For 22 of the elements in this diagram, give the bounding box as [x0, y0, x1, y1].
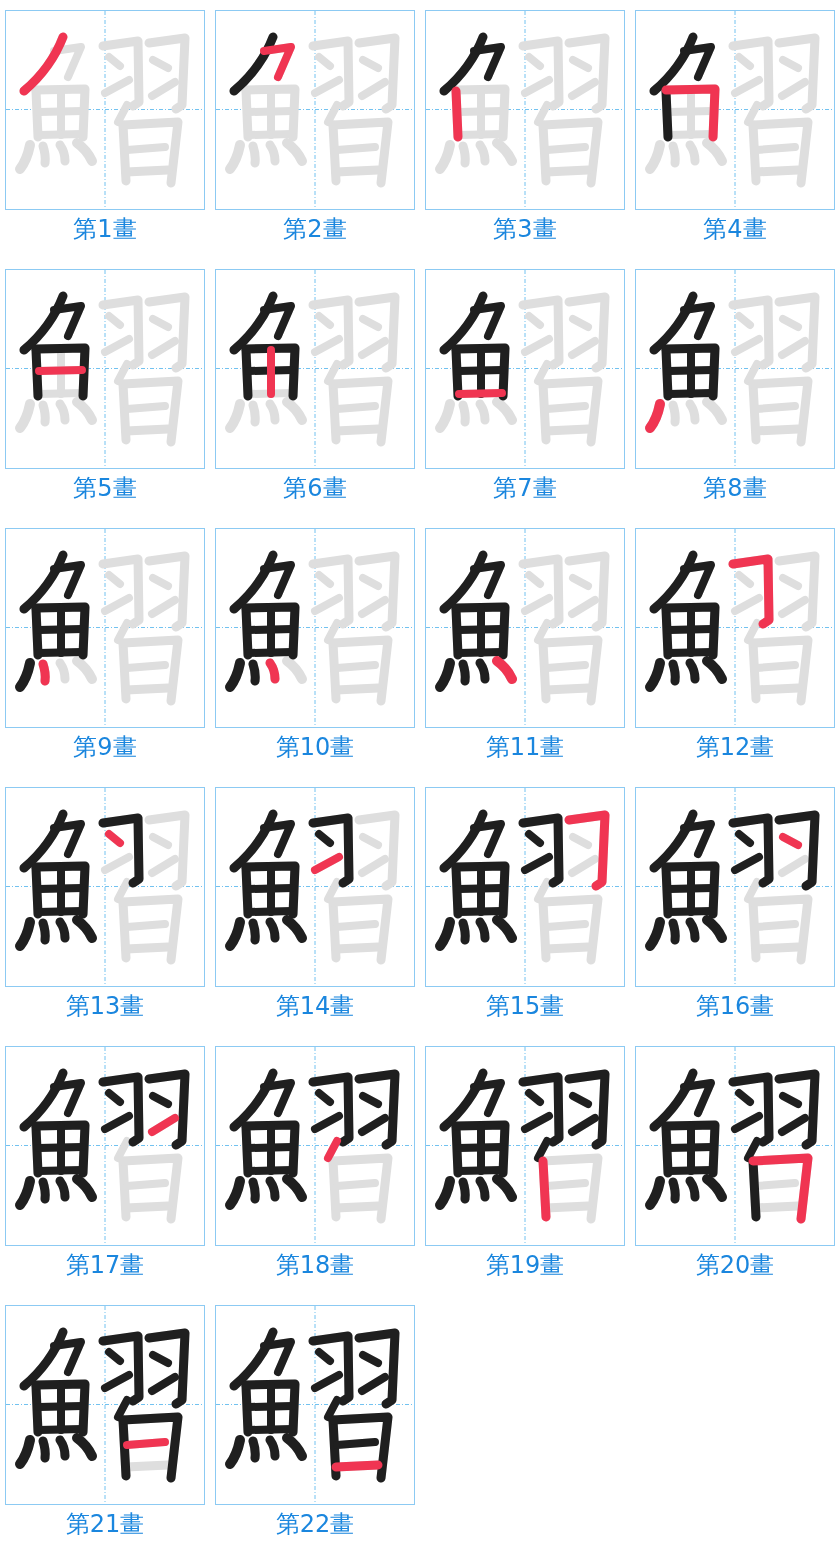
- stroke-number-caption: 第14畫: [275, 991, 355, 1021]
- stroke-number-caption: 第19畫: [485, 1250, 565, 1280]
- stroke-number-caption: 第12畫: [695, 732, 775, 762]
- stroke-number-caption: 第3畫: [493, 214, 557, 244]
- stroke-number-caption: 第20畫: [695, 1250, 775, 1280]
- stroke-number-caption: 第15畫: [485, 991, 565, 1021]
- stroke-number-caption: 第13畫: [65, 991, 145, 1021]
- stroke-number-caption: 第4畫: [703, 214, 767, 244]
- stroke-number-caption: 第5畫: [73, 473, 137, 503]
- stroke-number-caption: 第18畫: [275, 1250, 355, 1280]
- stroke-number-caption: 第8畫: [703, 473, 767, 503]
- stroke-number-caption: 第2畫: [283, 214, 347, 244]
- stroke-number-caption: 第10畫: [275, 732, 355, 762]
- stroke-number-caption: 第11畫: [485, 732, 565, 762]
- stroke-number-caption: 第22畫: [275, 1509, 355, 1539]
- stroke-number-caption: 第6畫: [283, 473, 347, 503]
- stroke-number-caption: 第16畫: [695, 991, 775, 1021]
- stroke-number-caption: 第7畫: [493, 473, 557, 503]
- stroke-number-caption: 第9畫: [73, 732, 137, 762]
- stroke-number-caption: 第1畫: [73, 214, 137, 244]
- stroke-number-caption: 第21畫: [65, 1509, 145, 1539]
- stroke-number-caption: 第17畫: [65, 1250, 145, 1280]
